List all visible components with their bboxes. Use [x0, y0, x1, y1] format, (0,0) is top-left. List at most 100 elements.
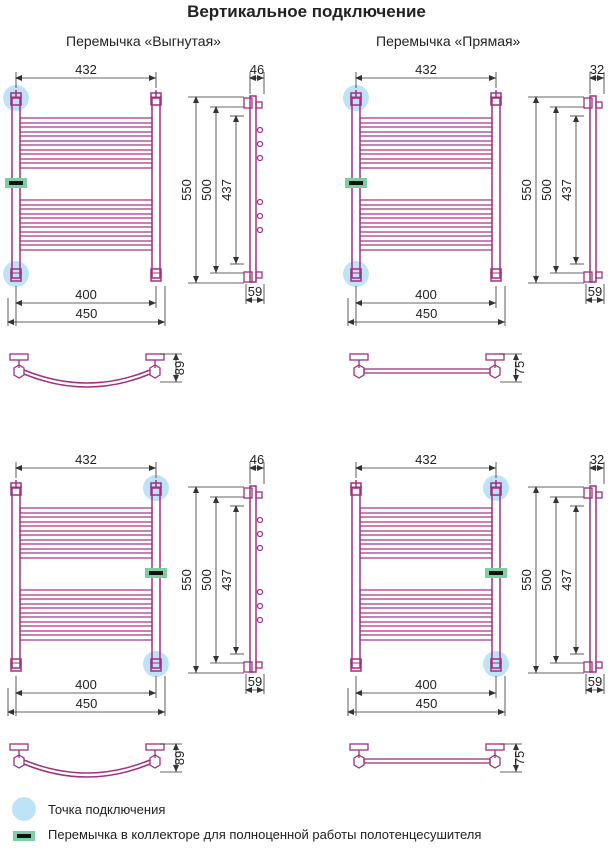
dim-side-bottom-label: 59 [248, 284, 262, 299]
jumper-marker-core [9, 181, 23, 185]
plan-curved-rung-back [23, 373, 151, 388]
side-valve-bottom [243, 661, 253, 673]
rung-3 [19, 525, 153, 532]
left-collector [11, 487, 21, 669]
dim-bar-spacing-label: 437 [219, 179, 234, 201]
valve-right-bottom [150, 268, 162, 282]
legend-connection-point: Точка подключения [10, 796, 570, 824]
legend-jumper: Перемычка в коллекторе для полноценной р… [10, 826, 610, 850]
side-rung-end-3 [256, 544, 264, 552]
rung-9 [359, 607, 493, 614]
rung-1 [359, 507, 493, 514]
plan-view: 89 [9, 353, 187, 388]
side-bracket-bottom [255, 661, 263, 669]
plan-curved-rung [23, 369, 151, 384]
rung-11 [19, 625, 153, 632]
side-bracket-top [595, 491, 603, 499]
plan-flange-right [145, 743, 165, 751]
subtitle-curved-jumper: Перемычка «Выгнутая» [66, 33, 221, 49]
valve-left-top [10, 482, 22, 496]
valve-left-bottom [350, 268, 362, 282]
side-valve-top [583, 487, 593, 499]
side-valve-top [243, 487, 253, 499]
side-rung-end-6 [256, 616, 264, 624]
dim-top-width-label: 432 [75, 452, 97, 467]
connection-point-bottom [3, 261, 29, 287]
dim-side-bottom-label: 59 [588, 284, 602, 299]
plan-nut-right [149, 364, 161, 379]
plan-view: 75 [349, 353, 527, 383]
dim-side-bottom-label: 59 [248, 674, 262, 689]
valve-right-top [150, 482, 162, 496]
side-valve-bottom [583, 661, 593, 673]
right-collector [491, 97, 501, 279]
side-valve-top [243, 97, 253, 109]
valve-right-top [150, 92, 162, 106]
dim-side-top-label: 32 [590, 452, 604, 467]
dim-depth-label: 89 [172, 361, 187, 375]
dim-side-top-label: 46 [250, 452, 264, 467]
side-rung-end-5 [256, 212, 264, 220]
dim-inner-height-label: 500 [539, 179, 554, 201]
plan-nut-right [149, 754, 161, 769]
dim-axis-distance-label: 400 [75, 677, 97, 692]
legend-connection-point-label: Точка подключения [48, 802, 166, 817]
rung-4 [19, 534, 153, 541]
subtitle-straight-jumper: Перемычка «Прямая» [376, 33, 521, 49]
plan-flange-right [485, 743, 505, 751]
side-view: 550 500 437 46 59 [179, 452, 265, 694]
side-collector [249, 485, 257, 673]
rung-4 [359, 144, 493, 151]
rung-1 [19, 117, 153, 124]
rung-6 [359, 162, 493, 169]
rung-10 [19, 226, 153, 233]
rung-6 [359, 552, 493, 559]
plan-curved-rung-back [23, 763, 151, 778]
dim-depth-label: 75 [512, 361, 527, 375]
dim-inner-height-label: 500 [199, 569, 214, 591]
rung-10 [359, 616, 493, 623]
valve-left-bottom [10, 658, 22, 672]
plan-straight-rung [363, 368, 491, 374]
side-rung-end-2 [256, 140, 264, 148]
side-collector [589, 95, 597, 283]
rung-4 [359, 534, 493, 541]
dim-bar-spacing-label: 437 [559, 569, 574, 591]
plan-nut-left [353, 754, 365, 769]
rung-12 [19, 244, 153, 251]
dim-top-width-label: 432 [415, 452, 437, 467]
left-collector [351, 487, 361, 669]
dim-bar-spacing-label: 437 [559, 179, 574, 201]
dim-bar-spacing-label: 437 [219, 569, 234, 591]
side-rung-end-5 [256, 602, 264, 610]
plan-nut-right [489, 754, 501, 769]
dim-overall-width-label: 450 [76, 306, 98, 321]
dim-height-label: 550 [519, 569, 534, 591]
side-collector [589, 485, 597, 673]
side-bracket-top [595, 101, 603, 109]
side-bracket-top [255, 101, 263, 109]
rung-3 [359, 525, 493, 532]
rung-5 [359, 153, 493, 160]
rung-11 [359, 625, 493, 632]
plan-curved-rung [23, 759, 151, 774]
dim-overall-width-label: 450 [416, 306, 438, 321]
rung-7 [19, 589, 153, 596]
rung-12 [359, 634, 493, 641]
dim-axis-distance-label: 400 [415, 677, 437, 692]
rung-5 [359, 543, 493, 550]
dim-side-top-label: 46 [250, 62, 264, 77]
rung-8 [19, 598, 153, 605]
valve-left-bottom [350, 658, 362, 672]
plan-nut-left [353, 364, 365, 379]
dim-height-label: 550 [179, 569, 194, 591]
page-title: Вертикальное подключение [187, 2, 426, 21]
rung-1 [359, 117, 493, 124]
side-rung-end-4 [256, 588, 264, 596]
rung-7 [19, 199, 153, 206]
